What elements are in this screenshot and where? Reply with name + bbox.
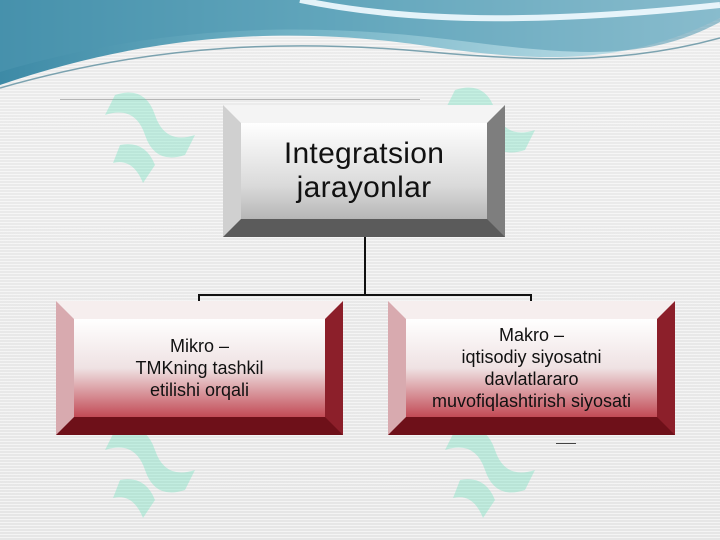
watermark-logo-icon bbox=[105, 427, 195, 518]
child-node-macro: Makro – iqtisodiy siyosatni davlatlararo… bbox=[388, 301, 675, 435]
child-node-micro: Mikro – TMKning tashkil etilishi orqali bbox=[56, 301, 343, 435]
horizontal-rule bbox=[60, 99, 420, 100]
child-node-macro-label: Makro – iqtisodiy siyosatni davlatlararo… bbox=[431, 325, 632, 411]
connector-right-down bbox=[530, 294, 532, 302]
watermark-logo-icon bbox=[105, 92, 195, 183]
connector-left-down bbox=[198, 294, 200, 302]
connector-horizontal bbox=[198, 294, 532, 296]
header-wave-decoration bbox=[0, 0, 720, 89]
child-node-micro-label: Mikro – TMKning tashkil etilishi orqali bbox=[135, 336, 264, 400]
root-node: Integratsion jarayonlar bbox=[223, 105, 505, 237]
connector-root-down bbox=[364, 237, 366, 295]
watermark-logo-icon bbox=[445, 427, 535, 518]
small-dash-mark bbox=[556, 443, 576, 444]
root-node-label: Integratsion jarayonlar bbox=[283, 137, 445, 204]
